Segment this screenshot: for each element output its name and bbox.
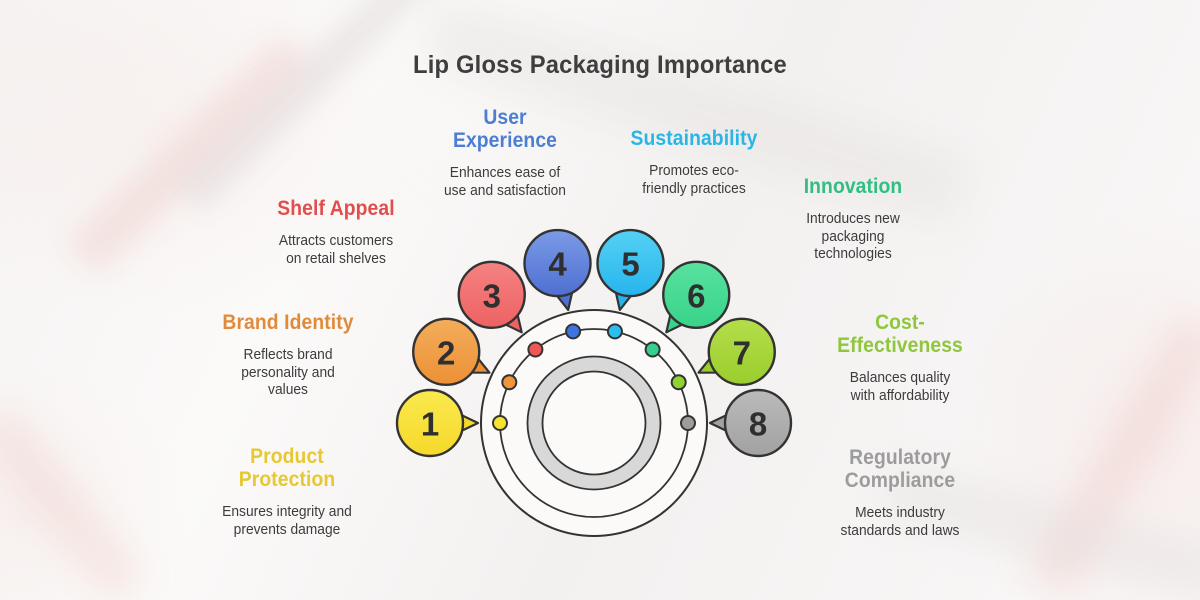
hub-dot [565, 323, 582, 340]
hub-dot [492, 415, 508, 431]
bubble-8 [723, 388, 793, 458]
label-heading: Product Protection [238, 445, 336, 491]
bubble-number: 6 [687, 277, 705, 314]
bubble-number: 1 [421, 406, 439, 443]
hub-dot [606, 323, 623, 340]
bubble-2 [412, 317, 481, 387]
label-heading: Brand Identity [222, 311, 354, 334]
label-heading: Innovation [803, 175, 903, 198]
label-heading: Sustainability [630, 127, 758, 150]
hub-dot [680, 415, 696, 431]
bubble-number: 4 [548, 246, 567, 283]
label-description: Reflects brand personality and values [241, 346, 335, 398]
hub-dot [501, 374, 518, 391]
bubble-number: 2 [437, 334, 455, 371]
label-description: Introduces new packaging technologies [806, 210, 900, 262]
hub-dot [670, 374, 687, 391]
bubble-5 [596, 228, 665, 298]
label-heading: Shelf Appeal [277, 197, 395, 220]
gray-ring [527, 356, 661, 490]
bubble-1 [395, 388, 465, 458]
bubble-6 [662, 260, 731, 329]
label-description: Promotes eco- friendly practices [642, 162, 746, 197]
bubble-4 [523, 228, 592, 298]
label-description: Attracts customers on retail shelves [278, 232, 394, 267]
bubble-number: 8 [749, 406, 767, 443]
label-heading: Regulatory Compliance [844, 446, 956, 492]
diagram-title: Lip Gloss Packaging Importance [413, 51, 787, 79]
gray-ring-inner-edge [541, 370, 647, 476]
hub-dot [644, 341, 661, 358]
label-description: Meets industry standards and laws [840, 504, 960, 539]
outer-circle [480, 309, 708, 537]
label-description: Ensures integrity and prevents damage [222, 503, 352, 538]
bubble-number: 5 [621, 246, 639, 283]
label-description: Balances quality with affordability [849, 369, 951, 404]
bubble-number: 7 [733, 334, 751, 371]
gray-ring-outer-edge [526, 355, 662, 491]
bubble-number: 3 [483, 277, 501, 314]
hub-dot [527, 341, 544, 358]
label-heading: User Experience [452, 106, 558, 152]
bubble-3 [457, 260, 526, 329]
bubble-7 [707, 317, 776, 387]
label-heading: Cost- Effectiveness [837, 311, 963, 357]
label-description: Enhances ease of use and satisfaction [444, 164, 566, 199]
